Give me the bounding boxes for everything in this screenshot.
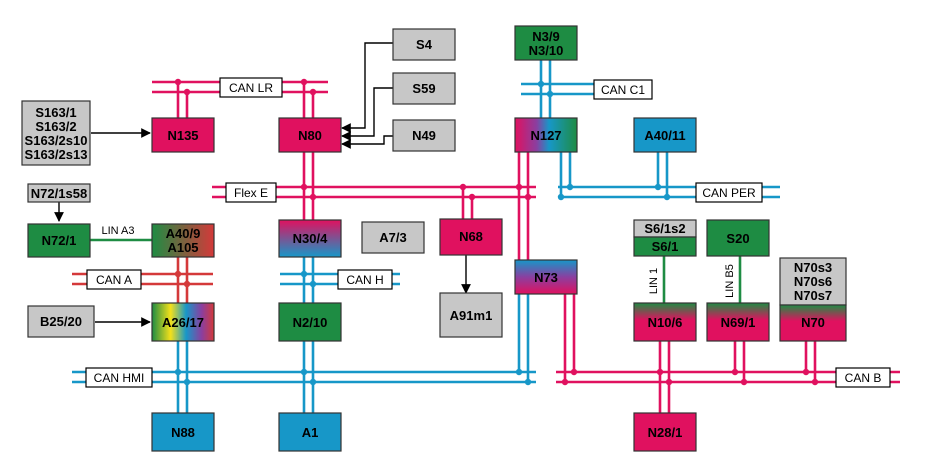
- a91m1-label: A91m1: [450, 308, 493, 323]
- unit-labels: N135 N80 S4 S59 N49 S163/1 S163/2 S163/2…: [25, 29, 833, 440]
- n72-1-box: [27, 223, 91, 258]
- n70-switches-box: [779, 257, 847, 306]
- a40-9-box: [151, 223, 215, 258]
- n30-4-label: N30/4: [293, 231, 328, 246]
- a1-label: A1: [302, 425, 319, 440]
- s20-label: S20: [726, 231, 749, 246]
- n10-6-label: N10/6: [648, 315, 683, 330]
- n28-1-box: [633, 412, 697, 452]
- b25-20-box: [27, 305, 95, 338]
- n72-1-label: N72/1: [42, 233, 77, 248]
- n135-box: [151, 117, 215, 153]
- n70-switches-label: N70s3: [794, 260, 832, 275]
- can-per-label: CAN PER: [702, 186, 756, 200]
- n68-label: N68: [459, 229, 483, 244]
- can-h-label: CAN H: [346, 273, 383, 287]
- n2-10-label: N2/10: [293, 315, 328, 330]
- can-hmi-label: CAN HMI: [94, 371, 145, 385]
- can-c1-label: CAN C1: [601, 83, 645, 97]
- n69-1-label: N69/1: [721, 315, 756, 330]
- n127-label: N127: [530, 128, 561, 143]
- bus-labels: CAN LR CAN C1 Flex E CAN PER LIN A3 CAN …: [85, 77, 891, 388]
- a40-11-box: [633, 117, 697, 153]
- s59-label: S59: [412, 81, 435, 96]
- n30-4-box: [278, 219, 342, 258]
- signal-arrows: [54, 42, 471, 327]
- control-units: [21, 25, 847, 452]
- a91m1-box: [439, 292, 503, 338]
- s163-label: S163/1: [35, 105, 76, 120]
- s20-box: [706, 219, 770, 257]
- s163-box: [21, 100, 91, 166]
- n72-1s58-box: [27, 183, 91, 203]
- a26-17-label: A26/17: [162, 315, 204, 330]
- s4-label: S4: [416, 37, 433, 52]
- can-b-label: CAN B: [845, 371, 882, 385]
- s6-1-box: [633, 236, 697, 257]
- n68-box: [439, 218, 503, 256]
- n2-10-box: [278, 302, 342, 342]
- can-lr-label: CAN LR: [229, 81, 273, 95]
- a7-3-label: A7/3: [379, 230, 406, 245]
- n127-box: [514, 117, 578, 153]
- s163-label: S163/2s13: [25, 147, 88, 162]
- n3-label: N3/10: [529, 43, 564, 58]
- lin-a3-label: LIN A3: [101, 225, 134, 237]
- n49-label: N49: [412, 128, 436, 143]
- n70-switches-label: N70s6: [794, 274, 832, 289]
- lin-b5-label: LIN B5: [724, 264, 736, 298]
- a26-17-box: [151, 302, 215, 342]
- s163-label: S163/2s10: [25, 133, 88, 148]
- n70-switches-label: N70s7: [794, 288, 832, 303]
- n73-label: N73: [534, 270, 558, 285]
- n3-label: N3/9: [532, 29, 559, 44]
- n135-label: N135: [167, 128, 198, 143]
- s4-box: [392, 28, 456, 61]
- n10-6-box: [633, 302, 697, 342]
- a105-label: A105: [167, 240, 198, 255]
- n73-box: [514, 259, 578, 295]
- s6-1s2-label: S6/1s2: [644, 221, 685, 236]
- n80-box: [278, 117, 342, 153]
- s6-1-label: S6/1: [652, 239, 679, 254]
- n49-box: [392, 119, 456, 152]
- n80-label: N80: [298, 128, 322, 143]
- s163-label: S163/2: [35, 119, 76, 134]
- s59-box: [392, 72, 456, 105]
- n28-1-label: N28/1: [648, 425, 683, 440]
- n69-1-box: [706, 302, 770, 342]
- can-a-label: CAN A: [96, 273, 132, 287]
- flex-e-label: Flex E: [234, 186, 268, 200]
- n3-box: [514, 25, 578, 61]
- a7-3-box: [361, 221, 425, 254]
- n70-label: N70: [801, 315, 825, 330]
- a40-9-label: A40/9: [166, 226, 201, 241]
- n72-1s58-label: N72/1s58: [31, 186, 87, 201]
- a40-11-label: A40/11: [644, 128, 685, 143]
- n70-box: [779, 304, 847, 342]
- n88-label: N88: [171, 425, 195, 440]
- n88-box: [151, 412, 215, 452]
- bus-junctions: [174, 78, 819, 386]
- b25-20-label: B25/20: [40, 314, 82, 329]
- lin-1-label: LIN 1: [648, 268, 660, 294]
- a1-box: [278, 412, 342, 452]
